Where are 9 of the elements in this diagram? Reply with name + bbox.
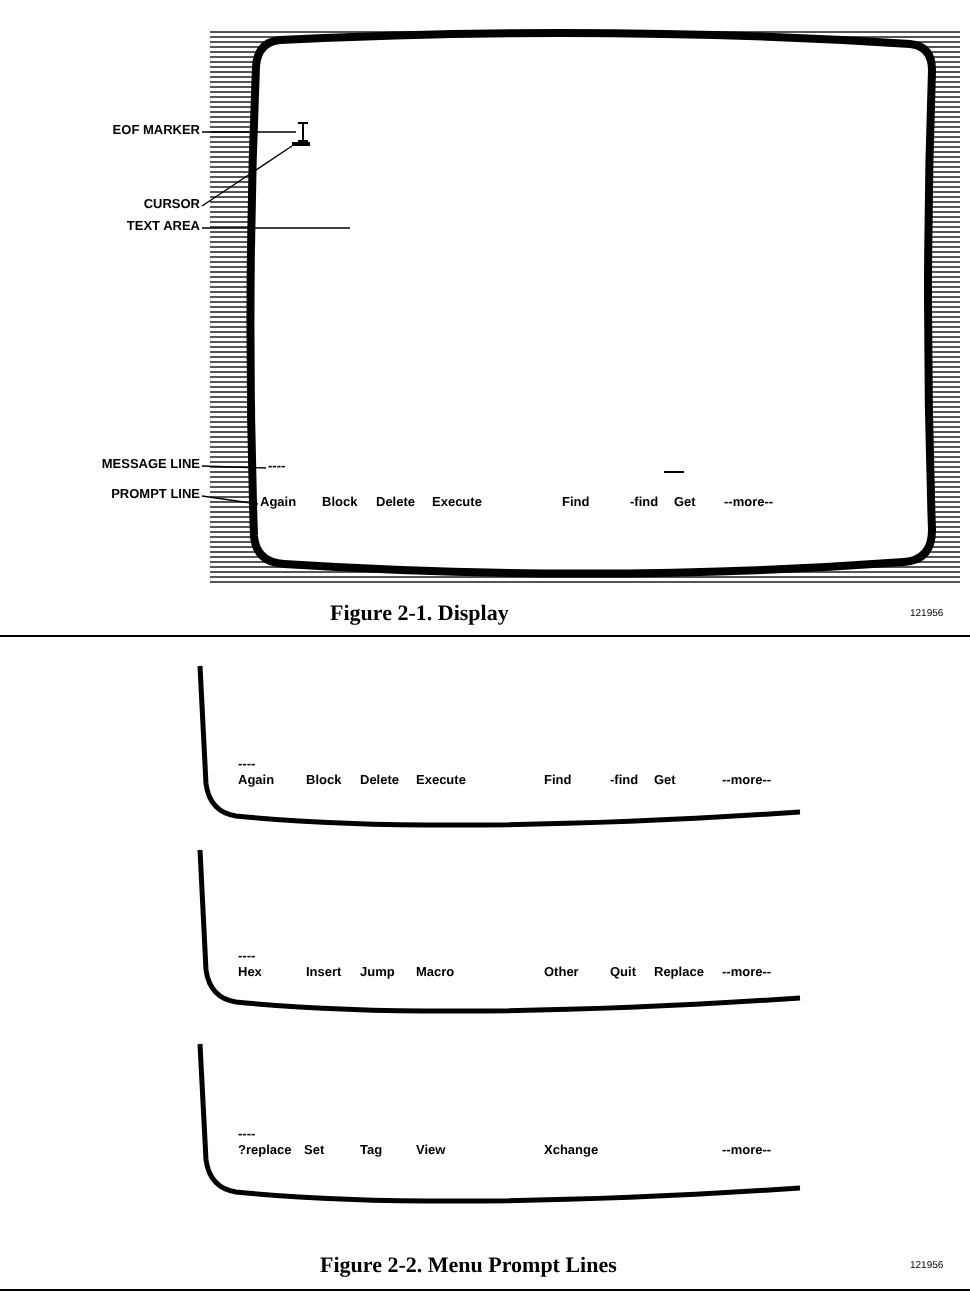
- eof-marker-icon: [296, 122, 310, 142]
- leader-line: [201, 227, 351, 229]
- leader-line: [201, 465, 267, 469]
- leader-line: [201, 131, 297, 133]
- figure-caption: Figure 2-1. Display: [330, 602, 509, 626]
- cursor-icon: [292, 142, 310, 146]
- leader-line: [201, 145, 293, 207]
- leader-line: [201, 495, 259, 505]
- figure-caption: Figure 2-2. Menu Prompt Lines: [320, 1254, 617, 1278]
